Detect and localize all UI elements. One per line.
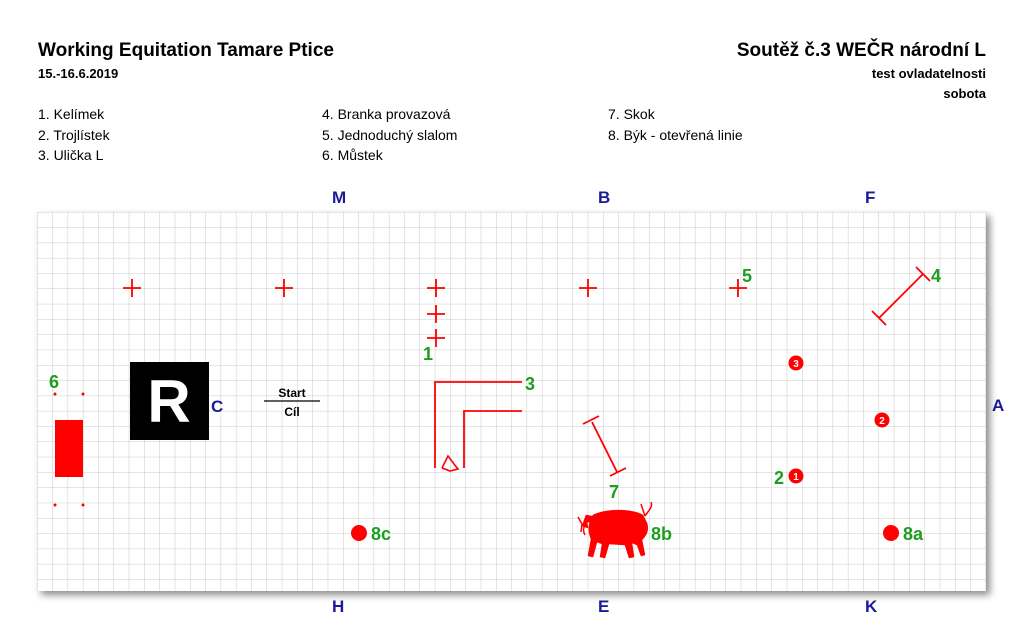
arena: R C Start Cíl 3 2 1 1 [37,212,986,591]
slalom-pole [123,279,141,297]
arena-letter-f: F [865,188,876,207]
obstacle-label-2: 2 [774,468,784,488]
legend-item: 3. Ulička L [38,147,104,163]
arena-letter-m: M [332,188,347,207]
bridge-obstacle [53,392,85,507]
legend-column-1: 1. Kelímek 2. Trojlístek 3. Ulička L [38,104,110,166]
finish-label: Cíl [284,405,299,419]
rope-gate [871,266,931,326]
bull-marker-8a [883,525,899,541]
test-subtitle: test ovladatelnosti [871,66,986,81]
slalom-pole [579,279,597,297]
slalom-pole [275,279,293,297]
legend-item: 6. Můstek [322,147,383,163]
cup-post [427,305,445,323]
arena-letter-b: B [598,188,611,207]
legend-item: 8. Býk - otevřená linie [608,126,743,143]
obstacle-label-1: 1 [423,344,433,364]
cup-post [427,329,445,347]
slalom-pole [427,279,445,297]
legend-item: 7. Skok [608,106,655,122]
obstacle-label-8b: 8b [651,524,672,544]
arena-letter-c: C [211,397,223,416]
test-title: Soutěž č.3 WEČR národní L [736,40,986,61]
trefoil-barrel: 1 [788,468,804,484]
competition-date: 15.-16.6.2019 [38,66,119,81]
obstacle-label-4: 4 [931,266,941,286]
l-corridor [434,381,522,472]
legend-item: 4. Branka provazová [322,106,451,122]
obstacle-label-7: 7 [609,482,619,502]
arena-letter-a: A [992,396,1005,415]
trefoil-number: 3 [793,359,799,370]
judge-box-letter: R [147,368,190,435]
bull-icon [577,501,653,559]
trefoil-barrel: 3 [788,355,804,371]
arena-letter-k: K [865,597,878,616]
obstacle-label-8c: 8c [371,524,391,544]
obstacle-label-5: 5 [742,266,752,286]
legend-column-2: 4. Branka provazová 5. Jednoduchý slalom… [322,104,457,166]
legend-item: 5. Jednoduchý slalom [322,126,458,143]
obstacle-label-8a: 8a [903,524,924,544]
arena-letter-h: H [332,597,345,616]
start-label: Start [278,386,305,400]
obstacle-label-3: 3 [525,374,535,394]
slalom-pole [729,279,747,297]
arena-letter-e: E [598,597,610,616]
bull-marker-8c [351,525,367,541]
legend-item: 2. Trojlístek [38,126,110,143]
legend-column-3: 7. Skok 8. Býk - otevřená linie [608,104,743,145]
jump-obstacle [582,415,627,477]
competition-title: Working Equitation Tamare Ptice [38,40,334,61]
legend-item: 1. Kelímek [38,106,105,122]
trefoil-barrel: 2 [874,412,890,428]
judge-box [130,362,209,440]
trefoil-number: 1 [793,472,799,483]
arena-plan: R C Start Cíl 3 2 1 1 [37,212,986,591]
obstacle-label-6: 6 [49,372,59,392]
test-day: sobota [943,86,986,101]
trefoil-number: 2 [879,416,885,427]
